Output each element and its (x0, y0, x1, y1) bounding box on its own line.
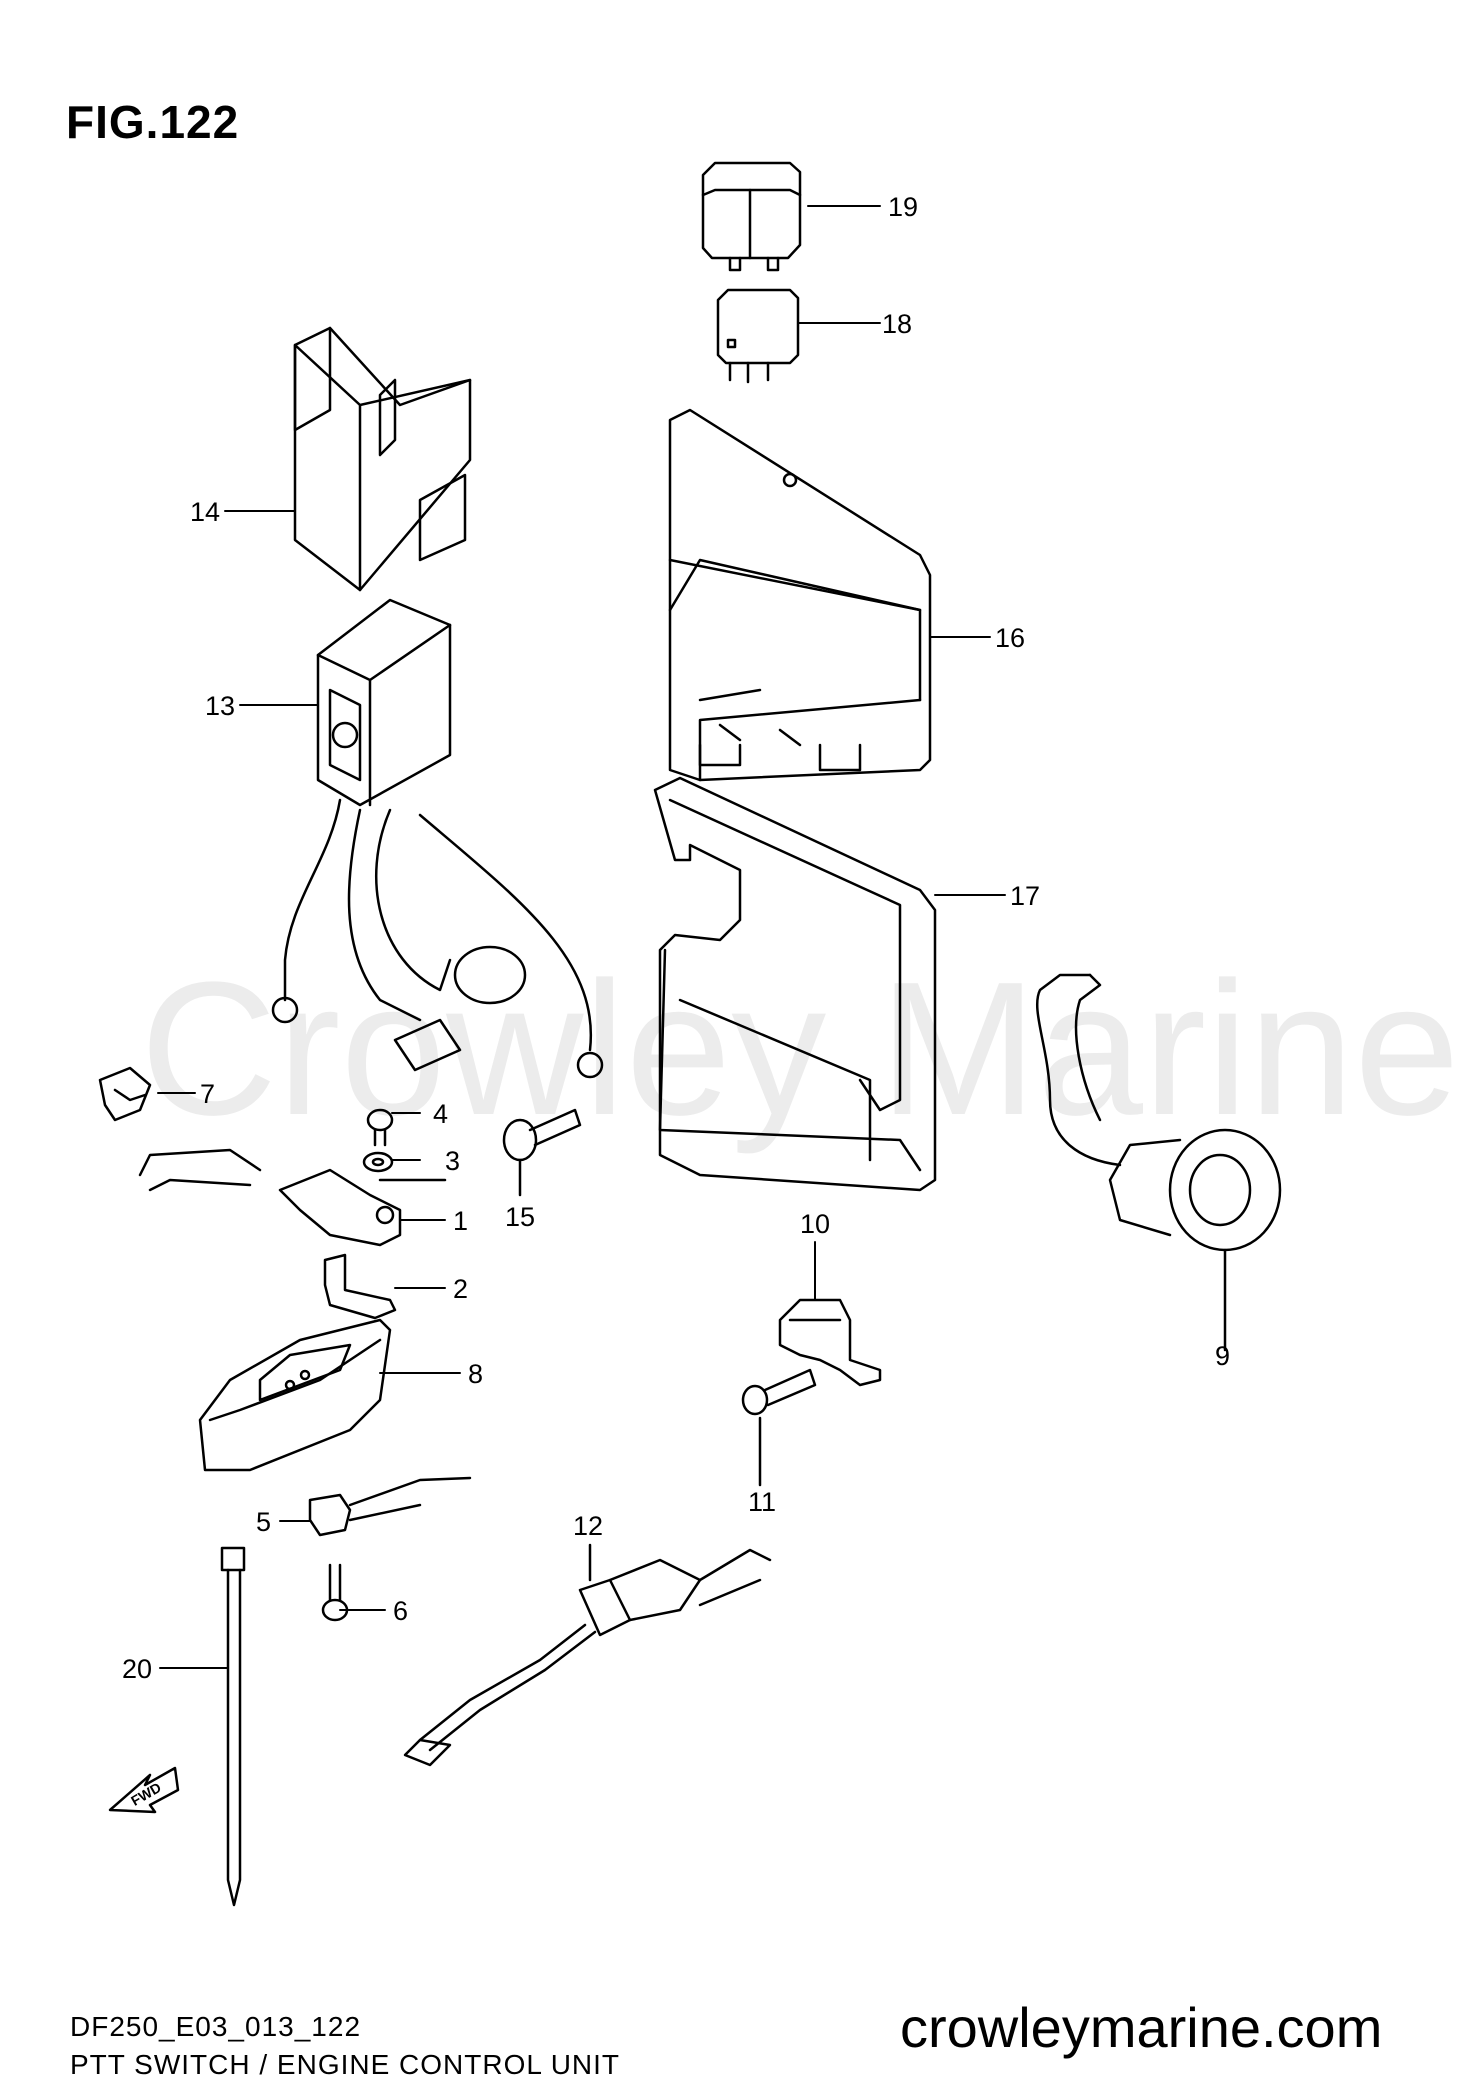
part-17-boot (653, 776, 937, 1192)
part-12-switch (403, 1543, 772, 1767)
part-19-relay (701, 161, 802, 272)
callout-2: 2 (453, 1274, 469, 1304)
fwd-arrow-icon (108, 1766, 180, 1814)
part-16-ecu (668, 408, 932, 782)
diagram-title: PTT SWITCH / ENGINE CONTROL UNIT (70, 2049, 621, 2080)
callout-18: 18 (882, 309, 913, 339)
part-5-microswitch (308, 1476, 472, 1537)
callout-10: 10 (800, 1209, 831, 1239)
callout-6: 6 (393, 1596, 409, 1626)
part-15-bolt (502, 1108, 582, 1197)
callout-20: 20 (122, 1654, 153, 1684)
site-url[interactable]: crowleymarine.com (900, 1996, 1383, 2059)
diagram-code: DF250_E03_013_122 (70, 2011, 362, 2042)
callout-1: 1 (453, 1206, 469, 1236)
callout-9: 9 (1215, 1341, 1231, 1371)
part-10-clamp (778, 1298, 882, 1387)
part-20-cable-tie (220, 1546, 246, 1907)
watermark: Crowley Marine (140, 943, 1460, 1155)
figure-title: FIG.122 (66, 96, 240, 148)
part-2-bracket (323, 1253, 397, 1320)
callout-19: 19 (888, 192, 919, 222)
callout-13: 13 (205, 691, 236, 721)
part-6-screw (321, 1563, 349, 1622)
callout-11: 11 (748, 1487, 777, 1517)
part-3-washer (362, 1151, 394, 1173)
leader-lines (157, 205, 1226, 1669)
part-8-housing (198, 1318, 392, 1472)
callout-16: 16 (995, 623, 1026, 653)
part-18-relay (716, 288, 800, 384)
callout-8: 8 (468, 1359, 484, 1389)
part-13-control-box (271, 598, 604, 1079)
part-7-clip (98, 1066, 152, 1122)
part-9-switch (1035, 973, 1282, 1352)
callout-12: 12 (573, 1511, 604, 1541)
part-11-bolt (741, 1368, 817, 1487)
part-1-sensor (138, 1148, 447, 1247)
callout-3: 3 (445, 1146, 461, 1176)
callout-4: 4 (433, 1099, 449, 1129)
part-4-screw (366, 1108, 394, 1147)
part-14-cover (293, 326, 472, 592)
callout-14: 14 (190, 497, 221, 527)
callout-5: 5 (256, 1507, 272, 1537)
callout-17: 17 (1010, 881, 1041, 911)
callout-7: 7 (200, 1079, 216, 1109)
callout-15: 15 (505, 1202, 536, 1232)
